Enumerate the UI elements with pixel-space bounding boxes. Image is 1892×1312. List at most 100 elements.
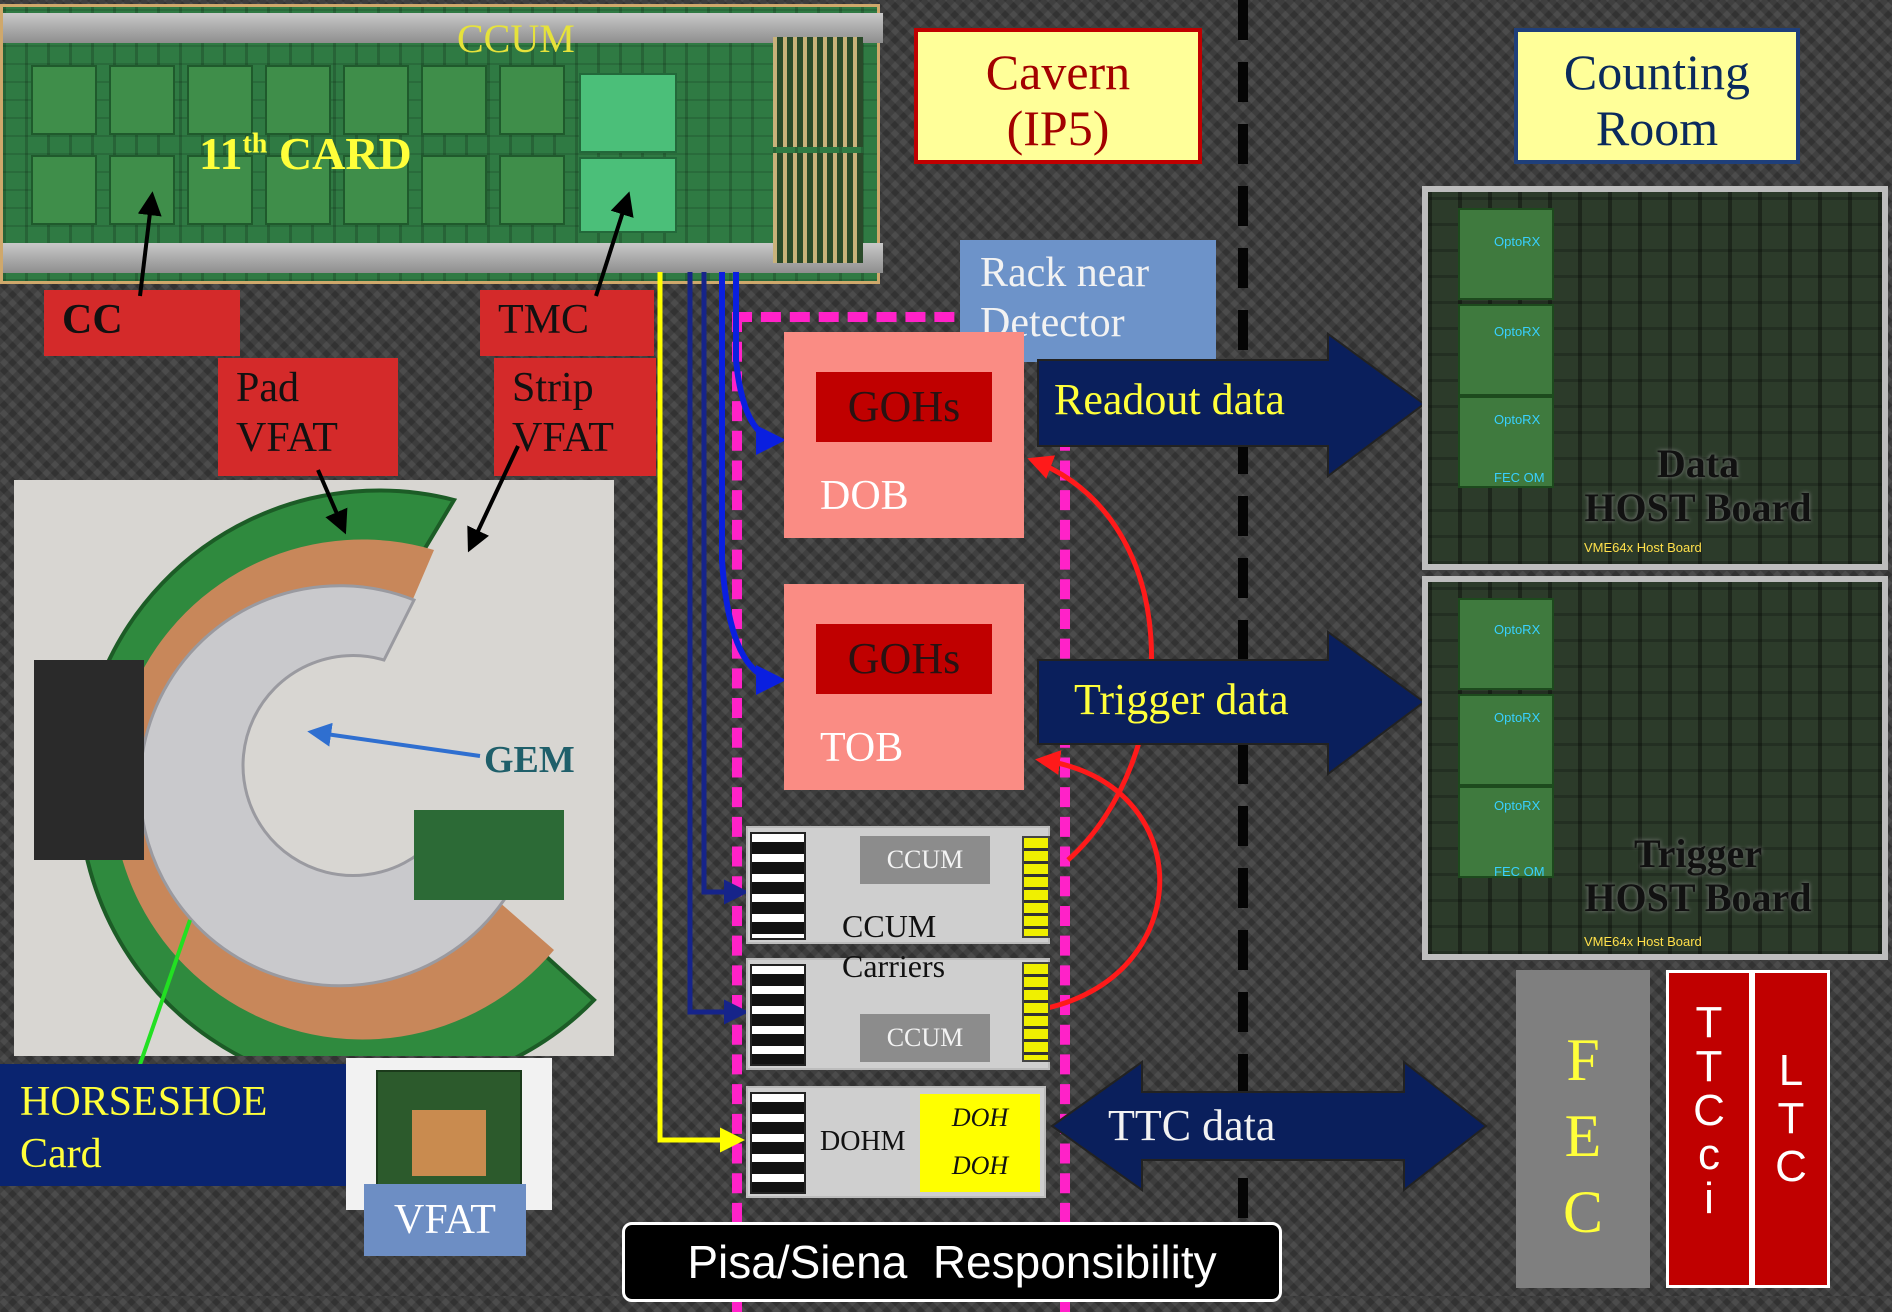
card-number-suffix: th <box>242 128 268 160</box>
vfat-chip <box>412 1110 486 1176</box>
ltc-card: L T C <box>1752 970 1830 1288</box>
trigger-host-title: Trigger HOST Board <box>1548 832 1848 920</box>
cc-pointer <box>137 191 162 297</box>
chip <box>187 155 253 225</box>
trigger-data-label: Trigger data <box>1074 675 1289 724</box>
fec-letter: C <box>1562 1179 1604 1245</box>
strip-vfat-pointer <box>467 445 520 553</box>
carriers-line1: CCUM <box>842 908 937 944</box>
trigger-data-arrow <box>1037 630 1426 776</box>
ttcci-card: T T C c i <box>1666 970 1752 1288</box>
data-host-board-photo: OptoRX OptoRX OptoRX FEC OM Data HOST Bo… <box>1422 186 1888 570</box>
readout-data-arrow <box>1037 332 1426 478</box>
pad-vfat-pointer <box>316 469 348 535</box>
ccum-module-bottom: CCUM <box>860 1014 990 1062</box>
card-number: 11 <box>199 128 243 179</box>
strip-vfat-label: Strip VFAT <box>494 358 656 476</box>
pad-vfat-label: Pad VFAT <box>218 358 398 476</box>
card-rail-bottom <box>3 243 883 273</box>
vme-label: VME64x Host Board <box>1584 540 1702 555</box>
optorx-module <box>1458 304 1554 396</box>
gem-pointer <box>307 722 481 758</box>
horseshoe-drawing <box>34 488 597 1056</box>
optorx-label: OptoRX <box>1494 622 1541 637</box>
tmc-chip <box>579 73 677 153</box>
red-arrow-to-dob <box>1027 455 1154 862</box>
vme-label: VME64x Host Board <box>1584 934 1702 949</box>
readout-board <box>414 810 564 900</box>
ltc-letter: L <box>1778 1046 1804 1095</box>
horseshoe-line1: HORSESHOE <box>20 1079 268 1125</box>
ltc-letter: T <box>1777 1094 1805 1143</box>
ttcci-letter: C <box>1693 1086 1725 1135</box>
carrier-yellow-connector <box>1022 962 1050 1062</box>
optorx-module <box>1458 208 1554 300</box>
optorx-label: OptoRX <box>1494 710 1541 725</box>
optorx-label: OptoRX <box>1494 324 1541 339</box>
fec-letter: F <box>1566 1027 1600 1093</box>
chip <box>265 65 331 135</box>
card-connector <box>773 37 863 147</box>
trigger-host-board-photo: OptoRX OptoRX OptoRX FEC OM Trigger HOST… <box>1422 576 1888 960</box>
red-arrow-to-tob <box>1035 750 1163 1013</box>
counting-room-box: Counting Room <box>1514 28 1800 164</box>
pad-vfat-line2: VFAT <box>236 414 338 461</box>
data-host-title: Data HOST Board <box>1548 442 1848 530</box>
tob-board: GOHs TOB <box>784 584 1024 790</box>
ccum-carrier-bottom: CCUM <box>746 958 1050 1070</box>
optorx-module <box>1458 598 1554 690</box>
yellow-ttc-line <box>657 272 745 1153</box>
ttcci-letter: T <box>1695 1042 1723 1091</box>
carrier-yellow-connector <box>1022 836 1050 938</box>
optorx-module <box>1458 694 1554 786</box>
separator-dashed-line <box>1238 0 1248 1296</box>
strip-vfat-line1: Strip <box>512 365 594 411</box>
ttcci-letter: c <box>1698 1130 1720 1179</box>
chip <box>31 65 97 135</box>
navy-line-carrier2 <box>687 272 749 1025</box>
carrier-connector <box>750 832 806 940</box>
carriers-line2: Carriers <box>842 948 946 984</box>
chip <box>421 155 487 225</box>
optorx-label: OptoRX <box>1494 412 1541 427</box>
dohm-label: DOHM <box>820 1126 906 1157</box>
fec-letter: E <box>1564 1103 1602 1169</box>
tob-label: TOB <box>820 725 904 771</box>
fecom-label: FEC OM <box>1494 864 1545 879</box>
card-connector <box>773 153 863 263</box>
cc-label: CC <box>44 290 240 356</box>
counting-line1: Counting <box>1563 44 1751 100</box>
dob-label: DOB <box>820 473 909 519</box>
data-host-line1: Data <box>1656 441 1740 486</box>
ccum-carrier-top: CCUM <box>746 826 1050 944</box>
rack-line1: Rack near <box>980 250 1150 296</box>
strip-vfat-line2: VFAT <box>512 414 614 461</box>
carrier-connector <box>750 964 806 1066</box>
horseshoe-label: HORSESHOE Card <box>0 1064 348 1186</box>
pad-vfat-line1: Pad <box>236 365 299 411</box>
blue-line-tob <box>719 272 786 695</box>
doh-1: DOH <box>951 1103 1009 1132</box>
gem-label: GEM <box>484 739 575 781</box>
eleventh-card-photo: CCUM 11th CARD <box>0 4 883 284</box>
ccum-carriers-label: CCUM Carriers <box>842 906 945 986</box>
cavern-box: Cavern (IP5) <box>914 28 1202 164</box>
optorx-label: OptoRX <box>1494 234 1541 249</box>
ttc-data-label: TTC data <box>1108 1101 1276 1150</box>
dohm-connector <box>750 1092 806 1194</box>
ltc-letter: C <box>1775 1142 1807 1191</box>
vfat-label: VFAT <box>364 1184 526 1256</box>
eleventh-card-label: 11th CARD <box>199 127 412 180</box>
chip <box>265 155 331 225</box>
ttcci-letter: T <box>1695 998 1723 1047</box>
horseshoe-flex <box>34 660 144 860</box>
fecom-label: FEC OM <box>1494 470 1545 485</box>
navy-line-carrier1 <box>701 272 749 905</box>
data-host-line2: HOST Board <box>1584 485 1812 530</box>
cavern-line2: (IP5) <box>1006 100 1110 156</box>
ccum-module-top: CCUM <box>860 836 990 884</box>
doh-2: DOH <box>951 1151 1009 1180</box>
ttcci-letter: i <box>1704 1174 1714 1223</box>
card-rail-top <box>3 13 883 43</box>
